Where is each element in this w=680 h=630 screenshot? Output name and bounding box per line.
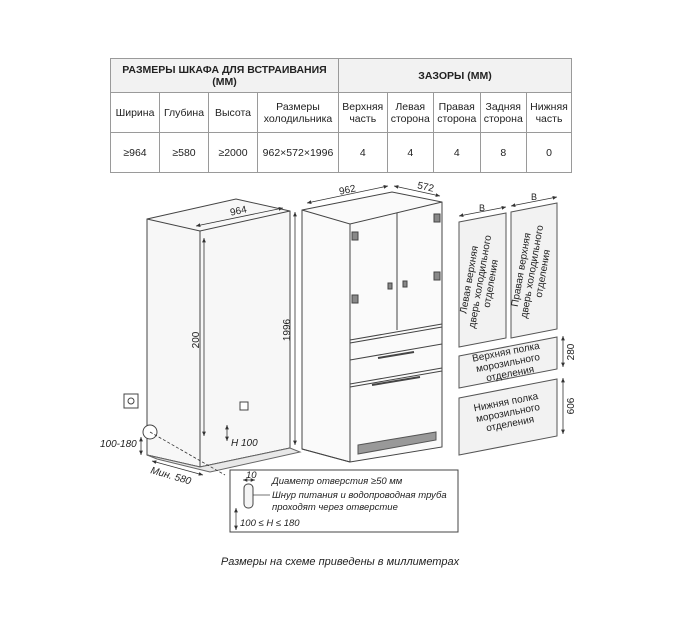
val-width: ≥964 [110, 132, 160, 173]
fridge-width-label: 962 [338, 183, 357, 197]
cabinet-width-label: 964 [229, 204, 248, 218]
fridge-depth-label: 572 [416, 180, 435, 194]
fridge-drawing [301, 191, 443, 463]
panel-b-left-label: B [479, 203, 485, 213]
panel-606-label: 606 [566, 397, 577, 414]
cable-text-2: проходят через отверстие [272, 502, 398, 513]
val-height: ≥2000 [208, 132, 258, 173]
fridge-height-label: 1996 [282, 318, 293, 341]
val-top: 4 [338, 132, 388, 173]
cabinet-h-label: H 100 [231, 438, 258, 449]
table-row: ≥964 ≥580 ≥2000 962×572×1996 4 4 4 8 0 [110, 132, 572, 173]
cabinet-offset-label: 100-180 [100, 439, 137, 450]
footnote: Размеры на схеме приведены в миллиметрах [220, 556, 460, 568]
col-depth: Глубина [159, 92, 209, 133]
cabinet-drawing [123, 198, 302, 473]
panel-280-label: 280 [566, 343, 577, 360]
panels-drawing [458, 202, 558, 456]
val-bottom: 0 [526, 132, 572, 173]
upper-shelf-panel [458, 336, 558, 389]
panel-b-right-label: B [531, 192, 537, 202]
gaps-header: ЗАЗОРЫ (ММ) [338, 58, 572, 93]
panels-dimensions [458, 195, 565, 434]
hole-callout [229, 469, 459, 533]
table-section-row: РАЗМЕРЫ ШКАФА ДЛЯ ВСТРАИВАНИЯ (ММ) ЗАЗОР… [110, 58, 572, 93]
val-depth: ≥580 [159, 132, 209, 173]
lower-shelf-panel [458, 378, 558, 456]
h-range-text: 100 ≤ H ≤ 180 [240, 518, 300, 529]
fridge-dimensions [293, 185, 441, 445]
specs-table: РАЗМЕРЫ ШКАФА ДЛЯ ВСТРАИВАНИЯ (ММ) ЗАЗОР… [110, 58, 572, 173]
hole-diameter-text: Диаметр отверстия ≥50 мм [271, 476, 403, 487]
hole-10-label: 10 [246, 470, 257, 481]
cabinet-height-label: 200 [191, 331, 202, 348]
val-left: 4 [386, 132, 434, 173]
cabinet-depth-label: Мин. 580 [149, 465, 192, 487]
val-fridge-dims: 962×572×1996 [257, 132, 339, 173]
val-right: 4 [433, 132, 481, 173]
cabinet-dimensions [139, 206, 284, 476]
cable-text-1: Шнур питания и водопроводная труба [272, 490, 447, 501]
col-height: Высота [208, 92, 258, 133]
cabinet-dimensions-header: РАЗМЕРЫ ШКАФА ДЛЯ ВСТРАИВАНИЯ (ММ) [110, 58, 339, 93]
